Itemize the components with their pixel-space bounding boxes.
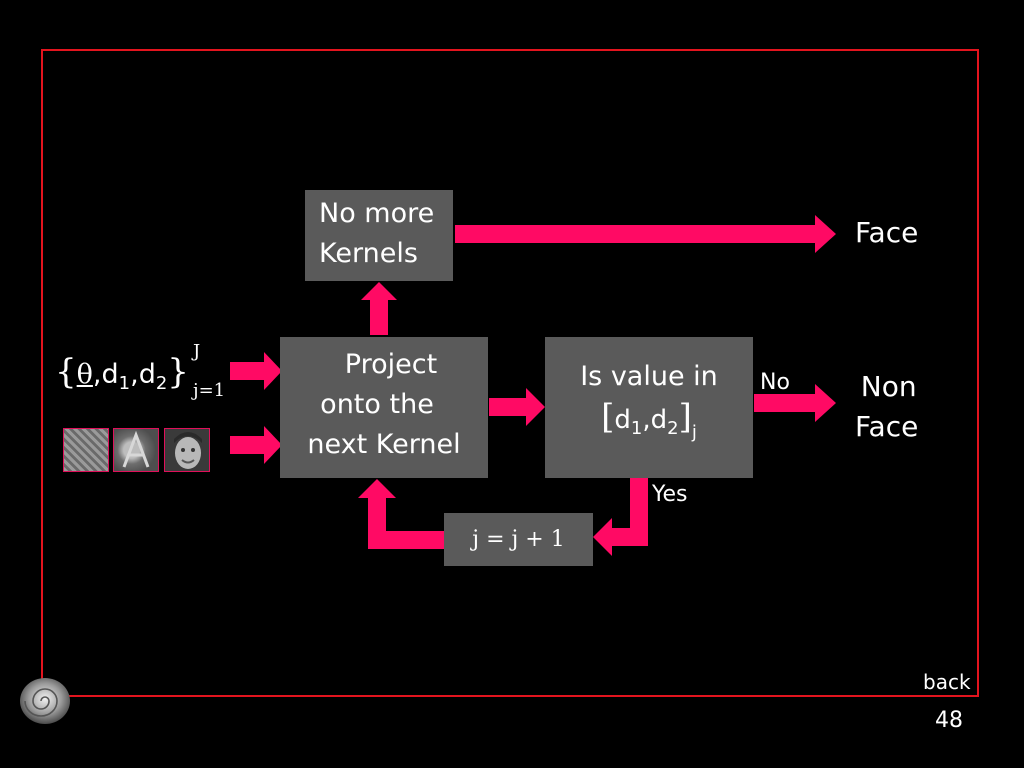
interval-d2: d [650,405,668,435]
set-sub2: 2 [155,373,168,394]
spiral-logo-icon [20,678,70,724]
parameter-set: {θ,d1,d2} [55,352,189,394]
non-face-line1: Non [860,370,917,403]
no-more-line: No more [319,198,435,229]
sample-image-face [164,428,210,472]
increment-box: j = j + 1 [444,513,593,566]
arrow-set-to-project [230,352,282,390]
arrow-no-to-nonface [754,384,836,422]
face-icon [174,432,202,469]
no-more-kernels-box: No more Kernels [305,190,453,281]
arrow-up-no-more [361,282,397,335]
set-sub1: 1 [118,373,131,394]
back-link[interactable]: back [923,670,971,694]
project-line3: next Kernel [307,429,461,460]
set-d1: d [101,359,119,390]
non-face-label: Non Face [855,367,918,447]
slide-frame [41,49,979,697]
interval-subj: j [691,422,697,443]
interval-expression: [d1,d2]j [601,397,697,443]
interval-sub2: 2 [667,418,679,439]
theta-symbol: θ [76,359,93,390]
set-upper-limit: J [193,341,201,362]
sample-image-texture [63,428,109,472]
arrow-yes-to-increment [593,478,648,556]
is-value-box: Is value in [d1,d2]j [545,337,753,478]
non-face-line2: Face [855,410,919,443]
no-label: No [760,370,790,395]
interval-d1: d [614,405,631,435]
increment-text: j = j + 1 [472,527,565,552]
project-line1: Project [344,349,438,380]
project-box: Project onto the next Kernel [280,337,488,478]
project-line2: onto the [320,389,434,420]
yes-label: Yes [652,482,688,507]
page-number: 48 [935,708,963,733]
arrow-loop-to-project [358,479,444,549]
kernels-line: Kernels [319,238,418,269]
set-lower-limit: j=1 [193,380,226,401]
sample-image-letter [113,428,159,472]
arrow-to-face [455,215,836,253]
face-label: Face [855,216,919,249]
arrow-project-to-isvalue [489,388,545,426]
set-d2: d [138,359,156,390]
arrow-images-to-project [230,426,282,464]
interval-sub1: 1 [630,418,643,439]
letter-glyph-icon [122,430,150,468]
is-value-line: Is value in [580,361,718,392]
